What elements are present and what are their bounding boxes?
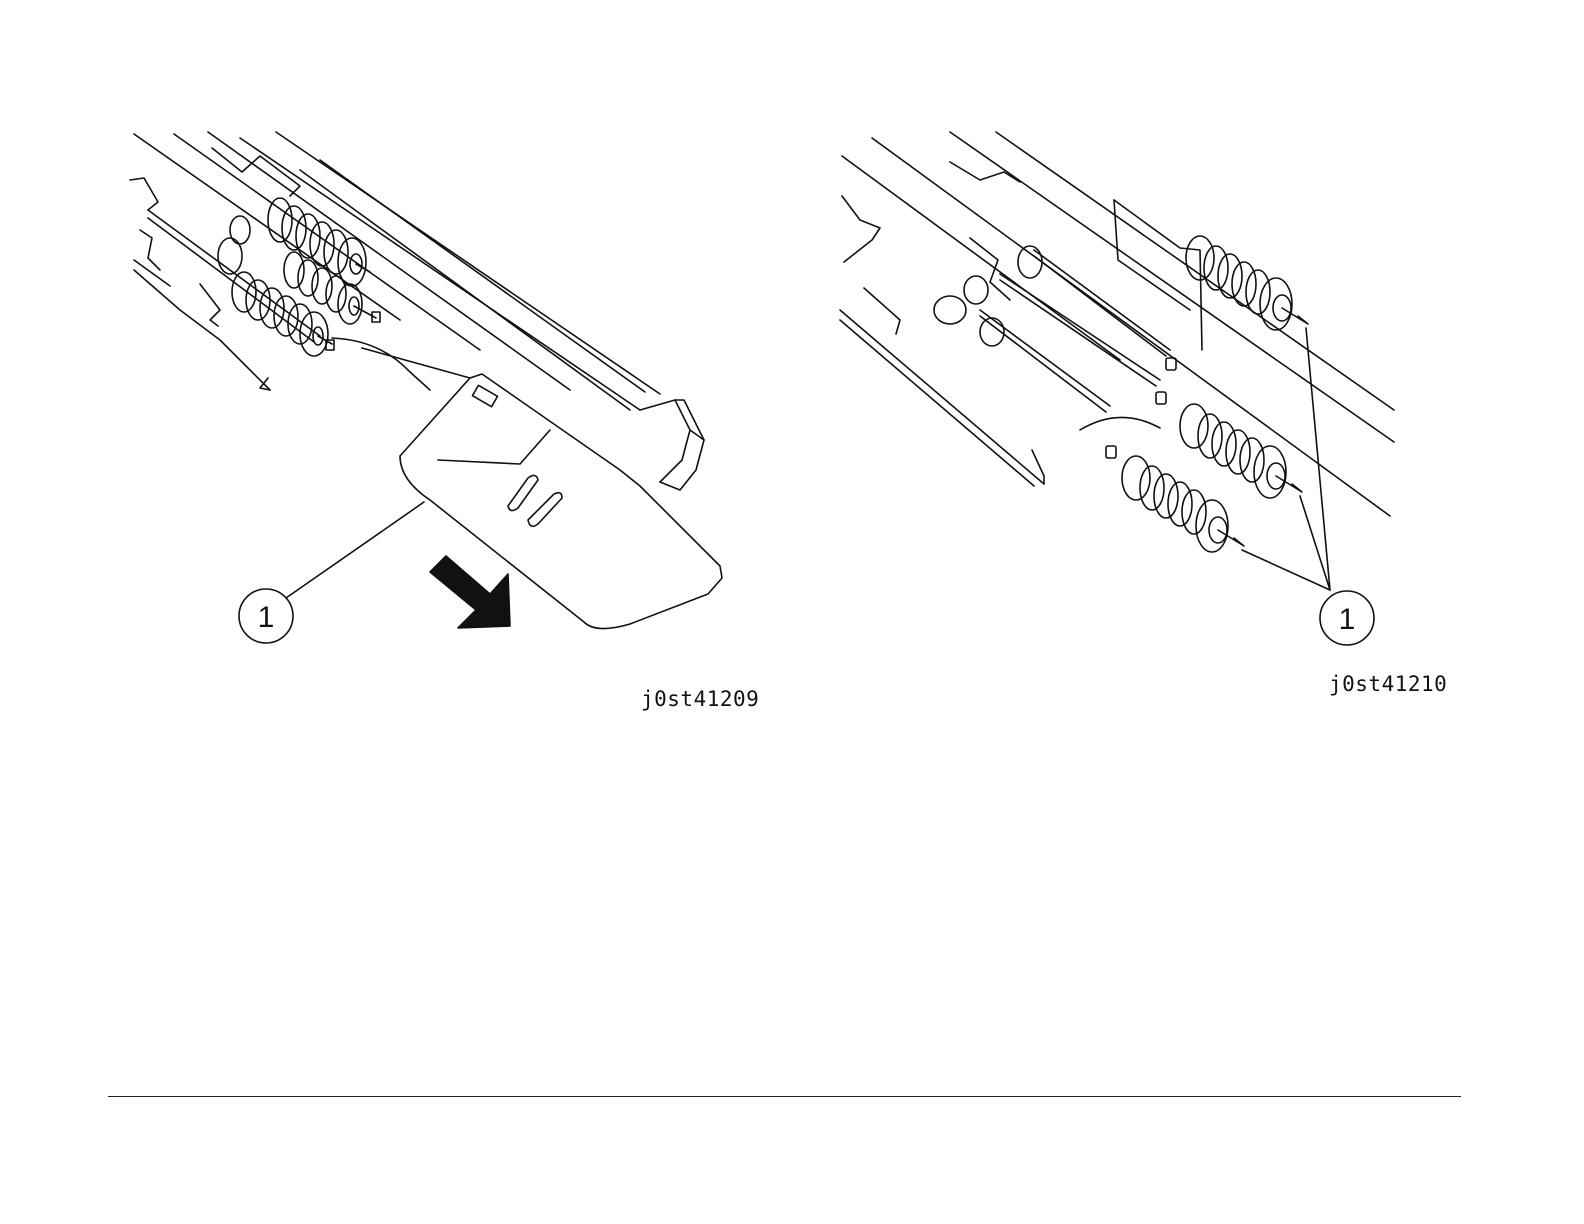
figure-right: 1 j0st41210 xyxy=(820,110,1460,710)
roller-top xyxy=(1186,236,1308,330)
frame-rails xyxy=(840,132,1394,516)
callout-1: 1 xyxy=(1242,328,1374,645)
footer-divider xyxy=(108,1096,1461,1097)
callout-1: 1 xyxy=(239,502,424,643)
mechanism xyxy=(934,246,1176,458)
figure-id-label: j0st41210 xyxy=(1329,672,1447,696)
cover-removal-illustration: 1 xyxy=(100,110,780,730)
direction-arrow xyxy=(430,556,510,628)
callout-number: 1 xyxy=(1339,603,1356,636)
cover-panel xyxy=(400,374,722,629)
callout-number: 1 xyxy=(258,601,275,634)
roller-middle xyxy=(1180,404,1302,498)
figure-left: 1 j0st41209 xyxy=(100,110,780,730)
figure-id-label: j0st41209 xyxy=(641,687,759,711)
roller-lower xyxy=(1122,456,1244,552)
feed-rollers-illustration: 1 xyxy=(820,110,1460,710)
